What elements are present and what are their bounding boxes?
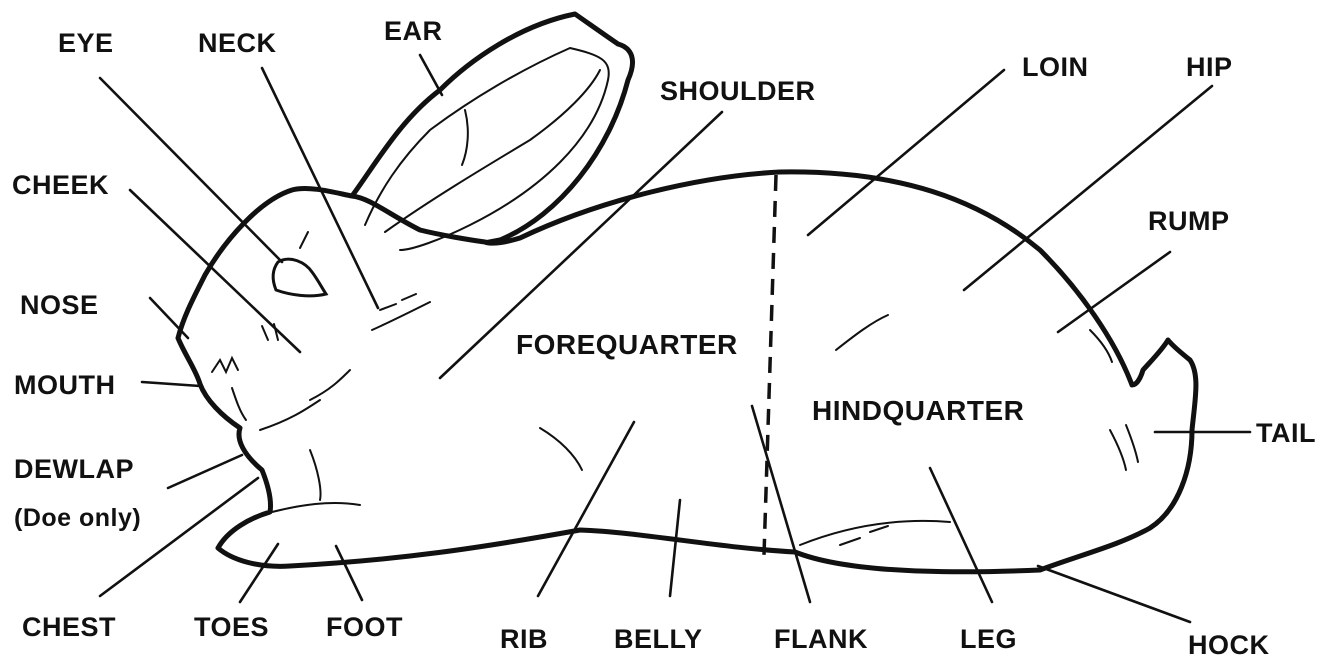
body-shape xyxy=(178,172,1196,572)
label-rump: RUMP xyxy=(1148,206,1230,236)
hock-leader xyxy=(1038,566,1190,622)
label-neck: NECK xyxy=(198,28,277,58)
label-rib: RIB xyxy=(500,624,548,654)
ear-leader xyxy=(420,55,442,95)
label-hip: HIP xyxy=(1186,52,1233,82)
label-loin: LOIN xyxy=(1022,52,1089,82)
eye-leader xyxy=(100,78,282,262)
label-hindquarter: HINDQUARTER xyxy=(812,395,1024,426)
label-ear: EAR xyxy=(384,16,443,46)
label-chest: CHEST xyxy=(22,612,116,642)
label-eye: EYE xyxy=(58,28,114,58)
label-dewlap: DEWLAP xyxy=(14,454,134,484)
label-flank: FLANK xyxy=(774,624,868,654)
label-nose: NOSE xyxy=(20,290,99,320)
mouth-leader xyxy=(142,382,200,386)
label-shoulder: SHOULDER xyxy=(660,76,816,106)
label-hock: HOCK xyxy=(1188,630,1270,660)
label-forequarter: FOREQUARTER xyxy=(516,329,738,360)
label-belly: BELLY xyxy=(614,624,703,654)
label-tail: TAIL xyxy=(1256,418,1316,448)
label-leg: LEG xyxy=(960,624,1017,654)
label-foot: FOOT xyxy=(326,612,403,642)
hip-leader xyxy=(964,86,1212,290)
label-toes: TOES xyxy=(194,612,269,642)
label-cheek: CHEEK xyxy=(12,170,109,200)
dewlap-leader xyxy=(168,455,242,488)
label-dewlap-note: (Doe only) xyxy=(14,504,141,532)
label-mouth: MOUTH xyxy=(14,370,115,400)
